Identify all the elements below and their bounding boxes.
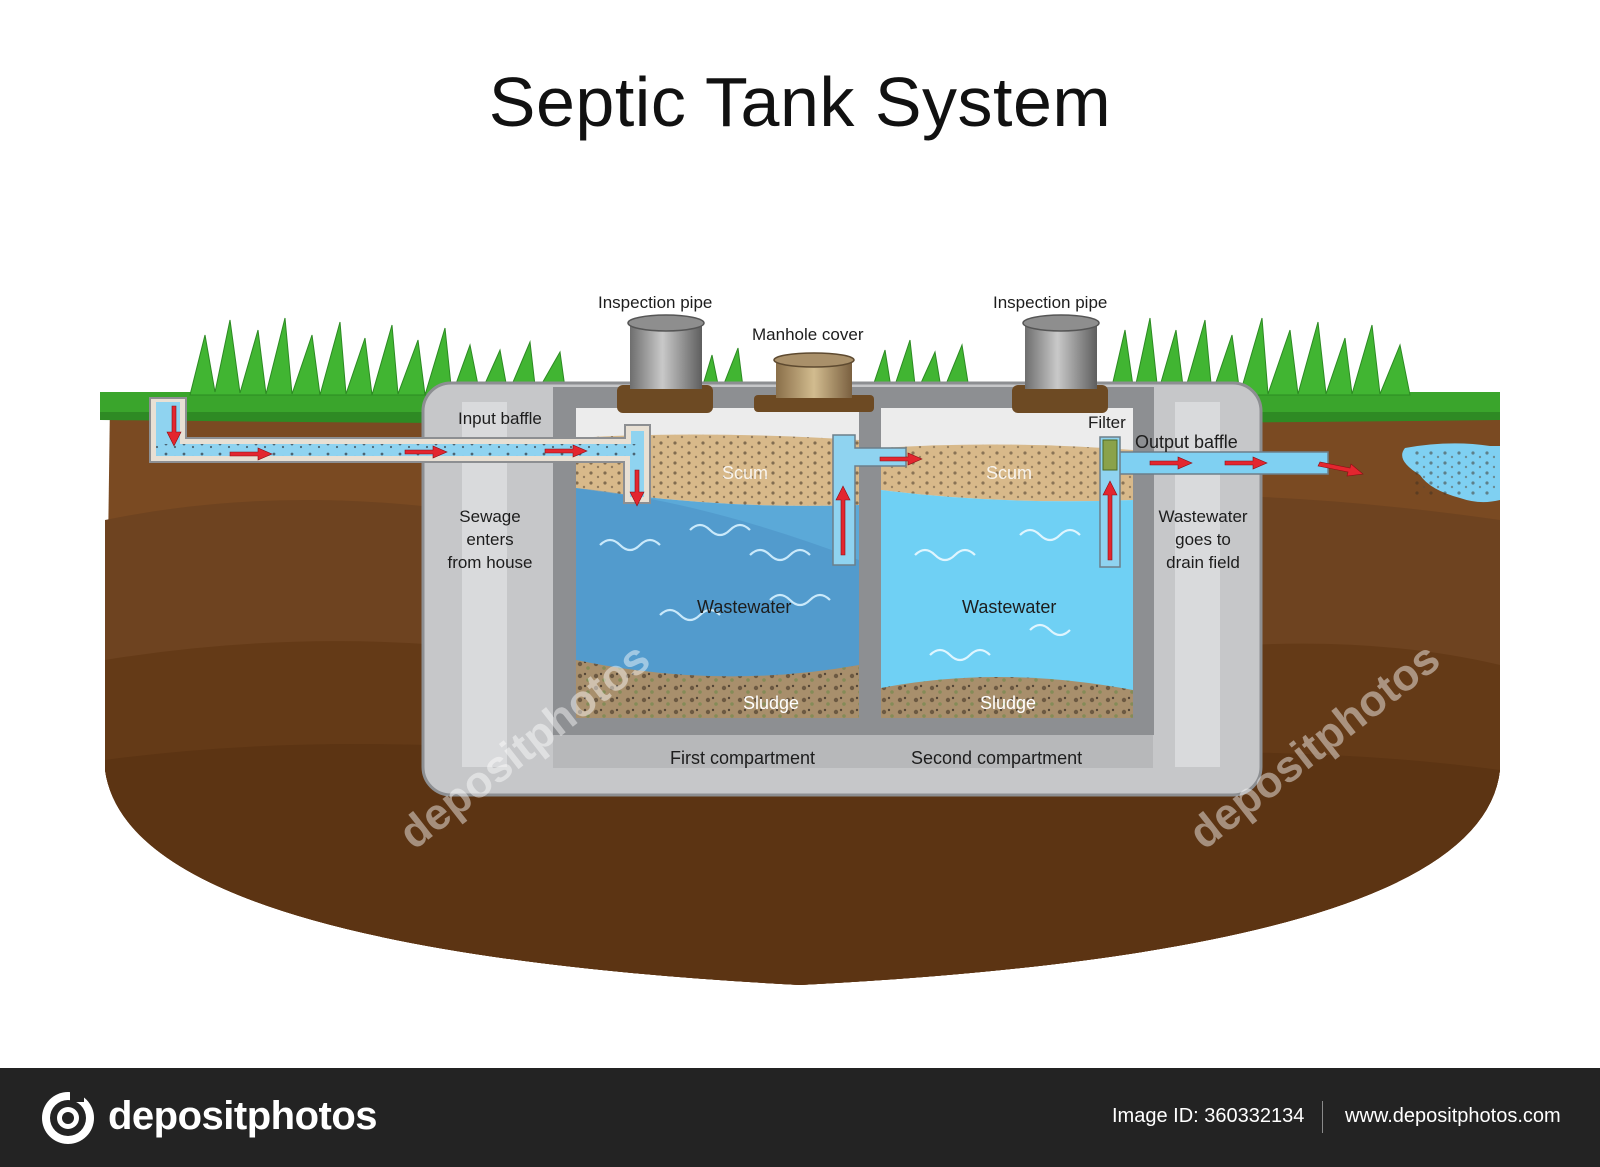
soil-layer-bottom: [105, 744, 1500, 985]
label-sewage-line-1: Sewage: [459, 507, 521, 526]
label-wastewater-line-2: goes to: [1175, 530, 1231, 549]
label-input-baffle: Input baffle: [458, 409, 542, 428]
filter-mesh: [1102, 439, 1118, 471]
label-scum-right: Scum: [986, 463, 1033, 483]
footer-website[interactable]: www.depositphotos.com: [1345, 1105, 1561, 1127]
transfer-pipe: [832, 434, 907, 566]
label-scum-left: Scum: [722, 463, 769, 483]
second-compartment: [881, 408, 1133, 718]
manhole-cover: [754, 352, 874, 412]
label-filter: Filter: [1088, 413, 1126, 432]
tank-base-band: [553, 730, 1153, 768]
label-sewage-enters: Sewage enters from house: [440, 505, 540, 574]
label-wastewater-line-3: drain field: [1166, 553, 1240, 572]
label-second-compartment: Second compartment: [911, 748, 1083, 768]
label-inspection-pipe-right: Inspection pipe: [993, 293, 1108, 312]
footer-brand: depositphotos: [108, 1094, 378, 1138]
label-sludge-left: Sludge: [743, 693, 800, 713]
label-manhole-cover: Manhole cover: [752, 325, 864, 344]
diagram-title: Septic Tank System: [488, 63, 1112, 141]
label-output-baffle: Output baffle: [1135, 432, 1238, 452]
septic-diagram: Septic Tank System: [100, 63, 1500, 985]
camera-logo-icon: [42, 1092, 94, 1144]
label-wastewater-left: Wastewater: [697, 597, 792, 617]
footer-divider: [1322, 1101, 1323, 1133]
label-inspection-pipe-left: Inspection pipe: [598, 293, 713, 312]
outlet-pipe: [1099, 436, 1329, 568]
footer-bar: depositphotos Image ID: 360332134 www.de…: [0, 1068, 1600, 1167]
inspection-pipe-right: [1012, 314, 1108, 413]
inlet-pipe: [149, 397, 651, 504]
label-wastewater-line-1: Wastewater: [1158, 507, 1248, 526]
label-sludge-right: Sludge: [980, 693, 1037, 713]
footer-image-id: Image ID: 360332134: [1112, 1105, 1305, 1127]
label-sewage-line-3: from house: [447, 553, 533, 572]
label-first-compartment: First compartment: [670, 748, 816, 768]
label-sewage-line-2: enters: [466, 530, 514, 549]
label-wastewater-right: Wastewater: [962, 597, 1057, 617]
flow-arrows: [166, 405, 1364, 561]
inspection-pipe-left: [617, 314, 713, 413]
diagram-illustration: [100, 314, 1500, 985]
label-wastewater-goes: Wastewater goes to drain field: [1148, 505, 1258, 574]
